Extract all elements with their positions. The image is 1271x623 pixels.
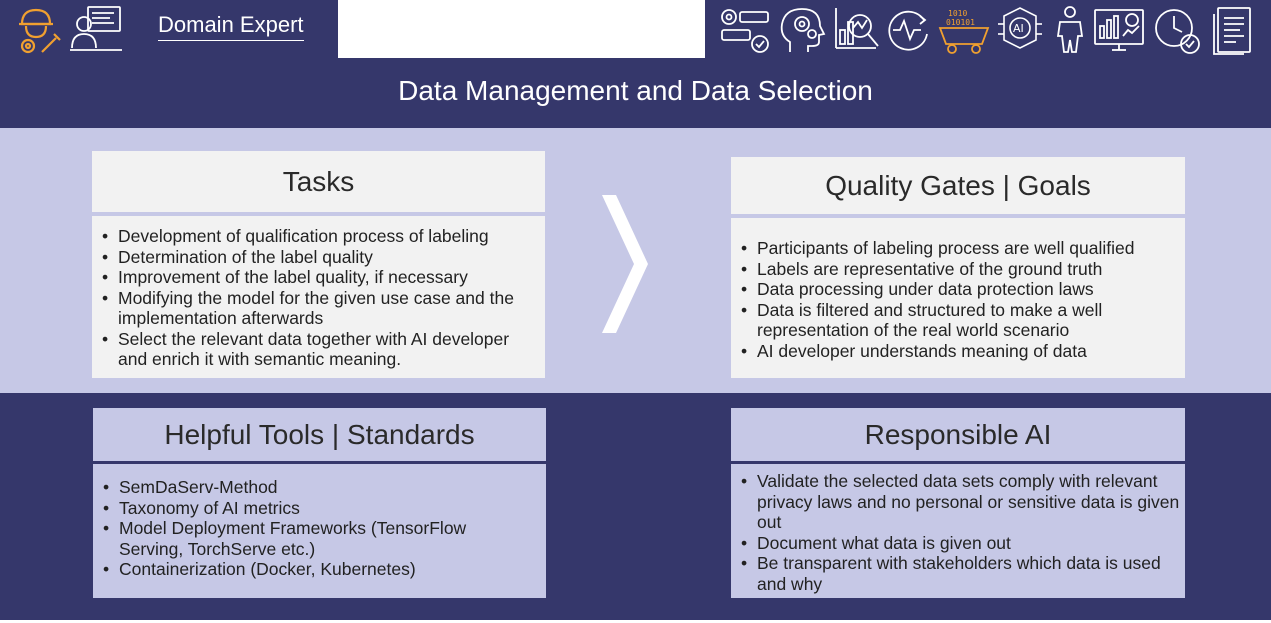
- header-blank-area: [338, 0, 705, 58]
- list-item: SemDaServ-Method: [93, 477, 506, 498]
- workflow-gears-icon: [721, 9, 769, 53]
- list-item: AI developer understands meaning of data: [731, 341, 1179, 362]
- quality-body: Participants of labeling process are wel…: [731, 218, 1185, 378]
- list-item: Modifying the model for the given use ca…: [92, 288, 539, 329]
- list-item: Document what data is given out: [731, 533, 1183, 554]
- list-item: Labels are representative of the ground …: [731, 259, 1179, 280]
- quality-header: Quality Gates | Goals: [731, 157, 1185, 214]
- list-item: Determination of the label quality: [92, 247, 539, 268]
- developer-monitor-icon: [70, 6, 122, 51]
- svg-text:AI: AI: [1013, 22, 1024, 35]
- svg-text:010101: 010101: [946, 18, 975, 27]
- head-gears-icon: [780, 8, 826, 52]
- tools-header: Helpful Tools | Standards: [93, 408, 546, 461]
- data-mining-cart-icon: 1010 010101: [938, 9, 990, 54]
- signal-cycle-icon: [888, 10, 928, 51]
- human-figure-icon: [1056, 6, 1084, 53]
- list-item: Participants of labeling process are wel…: [731, 238, 1179, 259]
- document-icon: [1213, 7, 1251, 55]
- quality-title: Quality Gates | Goals: [825, 169, 1091, 201]
- tasks-list: Development of qualification process of …: [92, 226, 539, 370]
- page-title: Data Management and Data Selection: [398, 75, 873, 106]
- list-item: Be transparent with stakeholders which d…: [731, 553, 1183, 594]
- list-item: Select the relevant data together with A…: [92, 329, 539, 370]
- responsible-body: Validate the selected data sets comply w…: [731, 464, 1185, 598]
- list-item: Taxonomy of AI metrics: [93, 498, 506, 519]
- responsible-header: Responsible AI: [731, 408, 1185, 461]
- tools-title: Helpful Tools | Standards: [164, 418, 475, 450]
- engineer-gear-icon: [19, 8, 61, 54]
- tasks-body: Development of qualification process of …: [92, 216, 545, 378]
- list-item: Data is filtered and structured to make …: [731, 300, 1179, 341]
- quality-list: Participants of labeling process are wel…: [731, 238, 1179, 361]
- list-item: Containerization (Docker, Kubernetes): [93, 559, 506, 580]
- clock-check-icon: [1155, 9, 1200, 54]
- ai-chip-icon: AI: [998, 7, 1042, 49]
- svg-text:1010: 1010: [948, 9, 967, 18]
- list-item: Validate the selected data sets comply w…: [731, 471, 1183, 533]
- tools-list: SemDaServ-Method Taxonomy of AI metrics …: [93, 477, 506, 580]
- bottom-margin: [0, 620, 1271, 623]
- responsible-title: Responsible AI: [864, 418, 1052, 450]
- tasks-header: Tasks: [92, 151, 545, 212]
- responsible-list: Validate the selected data sets comply w…: [731, 471, 1183, 594]
- chevron-right-icon: [602, 195, 648, 333]
- list-item: Data processing under data protection la…: [731, 279, 1179, 300]
- tools-body: SemDaServ-Method Taxonomy of AI metrics …: [93, 464, 546, 598]
- tasks-title: Tasks: [282, 165, 355, 197]
- list-item: Model Deployment Frameworks (TensorFlow …: [93, 518, 506, 559]
- list-item: Improvement of the label quality, if nec…: [92, 267, 539, 288]
- data-analysis-magnifier-icon: [835, 8, 879, 49]
- dashboard-charts-icon: [1094, 9, 1144, 51]
- role-label: Domain Expert: [158, 12, 304, 41]
- list-item: Development of qualification process of …: [92, 226, 539, 247]
